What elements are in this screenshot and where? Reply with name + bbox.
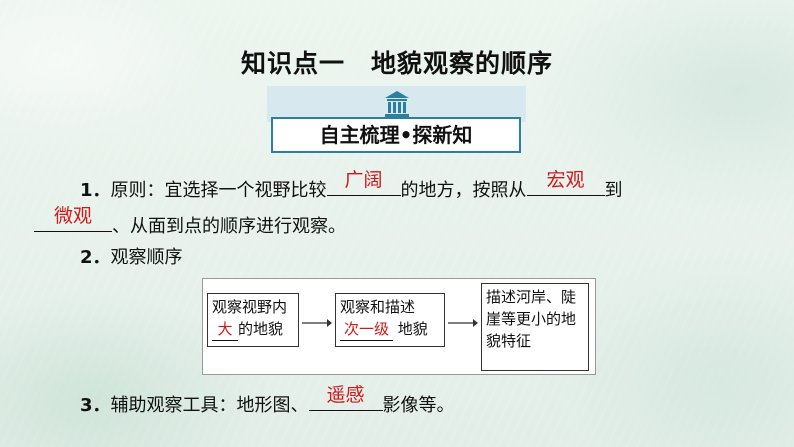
item1-answer-c: 微观 [53, 205, 92, 227]
item3-answer-a: 遥感 [326, 384, 365, 406]
flow-box-1: 观察视野内 大的地貌 [207, 293, 299, 347]
item1-text-a: 原则：宜选择一个视野比较 [110, 180, 327, 201]
item1-blank-a: 广阔 [326, 169, 401, 196]
item1-text-b: 的地方，按照从 [400, 180, 527, 201]
title-part2: 地貌观察的顺序 [371, 49, 554, 78]
flow-box-1-line1: 观察视野内 [212, 298, 288, 316]
item3-number: 3． [80, 395, 111, 416]
flow-box-2-line2: 地貌 [397, 320, 428, 338]
item1-line2: 微观、从面到点的顺序进行观察。 [34, 205, 346, 240]
flow-box-1-line2: 的地貌 [238, 320, 284, 338]
item1-answer-b: 宏观 [546, 169, 585, 191]
item2-text: 观察顺序 [110, 247, 183, 268]
item1-text-d: 、从面到点的顺序进行观察。 [112, 216, 346, 237]
item1-line1: 1．原则：宜选择一个视野比较广阔的地方，按照从宏观到 [80, 169, 623, 204]
item3-blank-a: 遥感 [308, 384, 383, 411]
item1-answer-a: 广阔 [344, 169, 383, 191]
item1-text-c: 到 [604, 180, 623, 201]
item3-text-a: 辅助观察工具：地形图、 [110, 395, 309, 416]
observation-flow-diagram: 观察视野内 大的地貌 观察和描述 次一级 地貌 描述河岸、陡 崖等更小的地 貌特… [202, 278, 596, 375]
flow-box-3-line1: 描述河岸、陡 [486, 288, 577, 306]
flow-box-3: 描述河岸、陡 崖等更小的地 貌特征 [481, 283, 589, 371]
flow-arrow-1 [302, 319, 332, 327]
section-title: 知识点一地貌观察的顺序 [0, 44, 794, 80]
badge-label: 自主梳理•探新知 [271, 117, 521, 153]
item1-blank-b: 宏观 [526, 169, 605, 196]
flow-box-1-answer: 大 [212, 318, 238, 341]
flow-arrow-2 [448, 319, 478, 327]
flow-box-2: 观察和描述 次一级 地貌 [335, 293, 445, 347]
academy-pillar-icon [385, 91, 409, 117]
item2-line: 2．观察顺序 [80, 245, 183, 271]
flow-box-2-line1: 观察和描述 [340, 298, 416, 316]
item2-number: 2． [80, 247, 111, 268]
flow-box-2-answer: 次一级 [340, 318, 394, 341]
flow-box-3-line2: 崖等更小的地 [486, 310, 577, 328]
title-part1: 知识点一 [240, 49, 345, 78]
item3-line: 3．辅助观察工具：地形图、遥感影像等。 [80, 384, 455, 419]
flow-box-3-line3: 貌特征 [486, 332, 532, 350]
item1-blank-c: 微观 [34, 205, 112, 232]
item1-number: 1． [80, 180, 111, 201]
item3-text-b: 影像等。 [382, 395, 455, 416]
section-badge: 自主梳理•探新知 [267, 86, 526, 158]
